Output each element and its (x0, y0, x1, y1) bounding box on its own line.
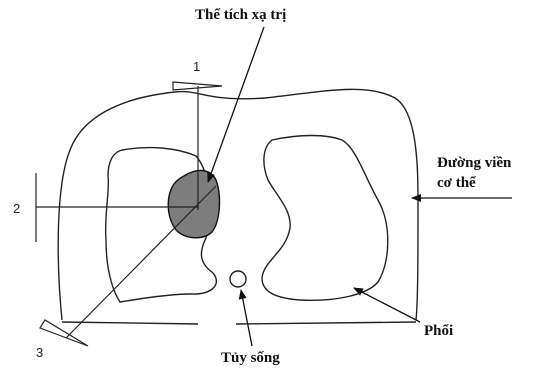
target-volume-pointer (207, 26, 265, 183)
body-contour (57, 88, 419, 321)
body-contour-label-line2: cơ thể (437, 175, 476, 191)
body-contour-bottom-right (235, 321, 417, 325)
tumor-target-volume (167, 169, 221, 239)
spinal-cord-label: Tủy sống (221, 350, 280, 366)
body-contour-label-line1: Đường viền (437, 155, 512, 171)
spinal-cord-pointer (238, 289, 253, 347)
beam-3-axis (65, 185, 217, 339)
lung-label: Phổi (424, 323, 454, 339)
spinal-cord (229, 270, 247, 288)
beam-3-number: 3 (36, 345, 44, 360)
target-volume-label: Thể tích xạ trị (195, 7, 287, 23)
lung-pointer (353, 287, 421, 323)
beam-1-number: 1 (193, 59, 201, 74)
right-lung (261, 134, 389, 302)
beam-2-number: 2 (13, 201, 21, 216)
body-contour-bottom-left (61, 321, 199, 325)
beam-3-collimator (39, 319, 89, 347)
